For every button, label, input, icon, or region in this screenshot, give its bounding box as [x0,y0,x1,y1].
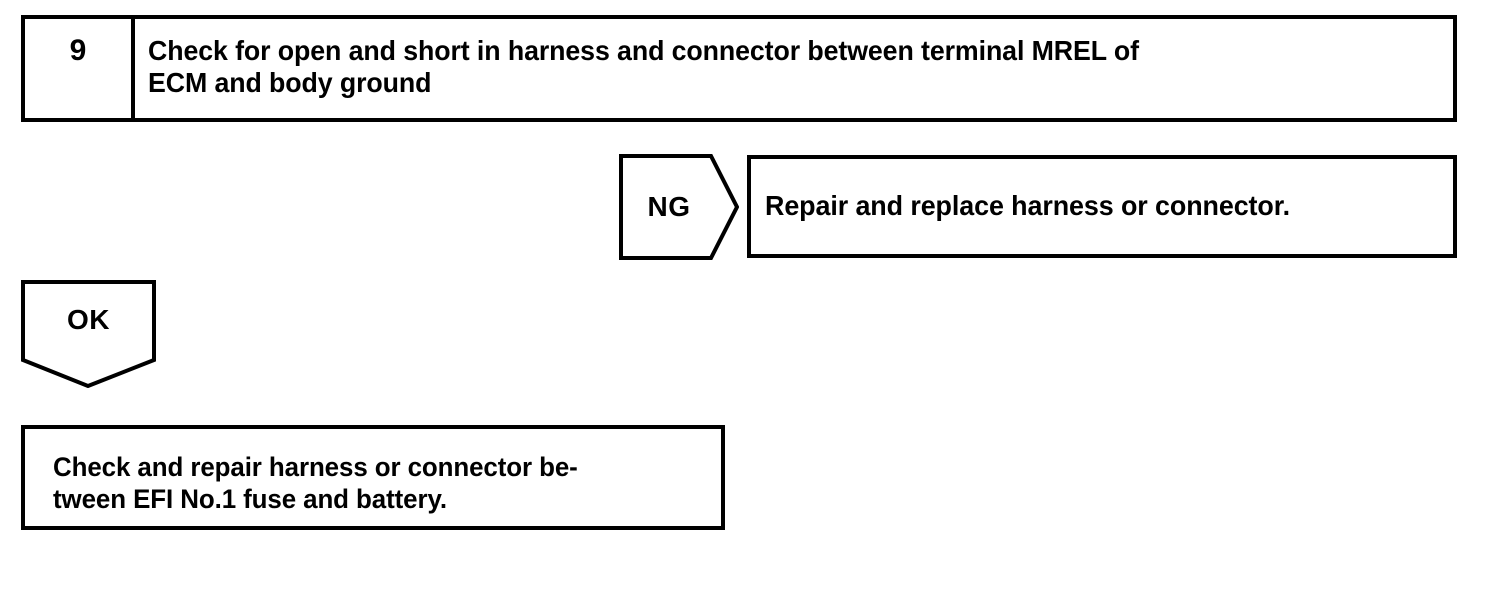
ng-result-box: Repair and replace harness or connector. [747,155,1457,258]
ng-branch-label: NG [647,191,691,222]
step-number-cell: 9 [25,19,135,118]
pentagon-down-icon [21,280,156,388]
pentagon-right-icon [619,154,739,260]
ng-branch-tag: NG [619,154,739,260]
step-instruction-text: Check for open and short in harness and … [148,35,1139,99]
ok-result-text: Check and repair harness or connector be… [53,452,578,515]
step-instruction-cell: Check for open and short in harness and … [135,19,1453,118]
ok-branch-tag: OK [21,280,156,388]
step-number: 9 [69,34,87,67]
ok-result-box: Check and repair harness or connector be… [21,425,725,530]
ng-result-text: Repair and replace harness or connector. [765,190,1290,222]
step-header-row: 9 Check for open and short in harness an… [21,15,1457,122]
ok-branch-label: OK [67,304,110,335]
